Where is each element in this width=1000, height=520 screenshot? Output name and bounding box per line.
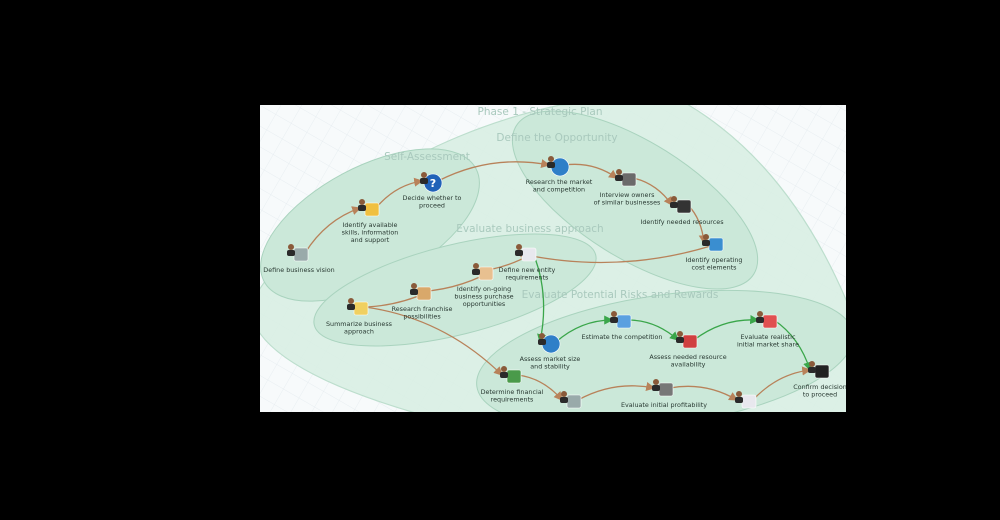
document-icon <box>515 244 537 262</box>
green-connector-arrow <box>773 319 812 372</box>
green-connector-arrow <box>693 315 760 341</box>
orange-connector-arrow <box>517 374 563 401</box>
question-icon: ? <box>420 172 443 193</box>
green-connector-arrow <box>555 315 614 343</box>
handshake-icon <box>472 263 494 281</box>
globe-icon <box>547 156 570 177</box>
green-connector-arrow <box>532 252 547 344</box>
svg-text:?: ? <box>430 177 436 190</box>
define-opportunity-region <box>511 110 759 290</box>
money-icon <box>500 366 522 384</box>
node-label: Identify needed resources <box>640 218 724 226</box>
process-node[interactable]: Evaluate initial profitability <box>621 379 707 409</box>
green-connector-arrow <box>627 319 679 341</box>
orange-connector-arrow <box>437 159 551 182</box>
person-icon <box>560 391 582 409</box>
group-label: Evaluate Potential Risks and Rewards <box>522 289 719 301</box>
process-node[interactable]: Define business vision <box>263 244 335 274</box>
process-node[interactable] <box>735 391 757 409</box>
notebook-icon <box>610 311 632 329</box>
process-node[interactable]: Identify needed resources <box>640 196 724 226</box>
chart-icon <box>756 311 778 329</box>
group-label: Phase 1 - Strategic Plan <box>478 106 603 118</box>
orange-connector-arrow <box>375 177 424 209</box>
folder-icon <box>347 298 369 316</box>
group-label: Evaluate business approach <box>456 223 603 235</box>
diagram-canvas: Phase 1 - Strategic Plan Define the Oppo… <box>260 105 846 412</box>
node-label: Evaluate initial profitability <box>621 401 707 409</box>
node-label: Define business vision <box>263 266 334 274</box>
group-label: Define the Opportunity <box>496 132 617 144</box>
calculator-icon <box>652 379 674 397</box>
binoculars-icon <box>670 196 692 214</box>
process-node[interactable] <box>560 391 582 409</box>
orange-connector-arrow <box>564 163 619 179</box>
search-icon <box>702 234 724 252</box>
box-icon <box>410 283 432 301</box>
meeting-icon <box>615 169 637 187</box>
evaluate-approach-region <box>313 233 597 347</box>
orange-connector-arrow <box>364 306 503 376</box>
node-label: Estimate the competition <box>582 333 663 341</box>
orange-connector-arrow <box>669 385 739 401</box>
process-node[interactable]: Estimate the competition <box>582 311 663 341</box>
document-icon <box>735 391 757 409</box>
globe-icon <box>538 333 561 354</box>
group-label: Self-Assessment <box>384 151 470 163</box>
checkered-flag-icon <box>808 361 830 379</box>
person-icon <box>287 244 309 262</box>
team-icon <box>358 199 380 217</box>
orange-connector-arrow <box>577 382 656 401</box>
people-icon <box>676 331 698 349</box>
orange-connector-arrow <box>304 206 362 254</box>
orange-connector-arrow <box>632 177 673 207</box>
process-map: Phase 1 - Strategic Plan Define the Oppo… <box>260 105 846 412</box>
orange-connector-arrow <box>515 242 721 264</box>
